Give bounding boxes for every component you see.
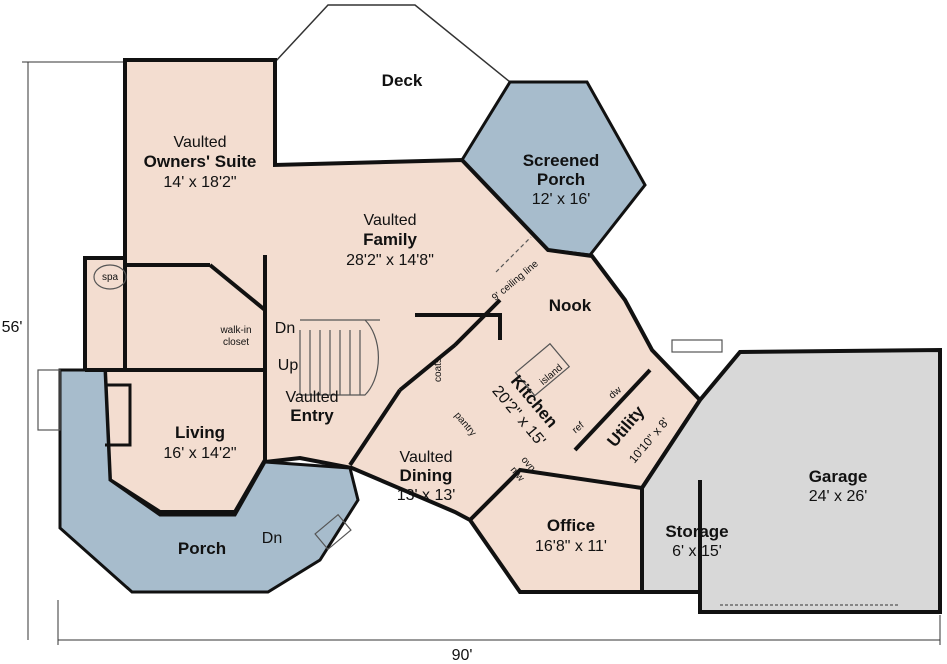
stairs-down-label: Dn (275, 320, 295, 337)
garage-label: Garage 24' x 26' (809, 467, 868, 505)
kitchen-island (514, 342, 571, 397)
dimension-width: 90' (57, 600, 941, 664)
owners-suite-label: Vaulted Owners' Suite 14' x 18'2" (144, 134, 257, 191)
svg-text:Garage: Garage (809, 467, 868, 486)
storage-label: Storage 6' x 15' (665, 522, 728, 560)
entry-label: Vaulted Entry (285, 389, 338, 425)
porch-steps (37, 369, 61, 431)
svg-text:Screened: Screened (523, 151, 600, 170)
svg-text:Dining: Dining (400, 466, 453, 485)
svg-text:12' x 16': 12' x 16' (532, 191, 591, 208)
porch-label: Porch (178, 539, 226, 558)
svg-text:24' x 26': 24' x 26' (809, 488, 868, 505)
svg-text:16'8" x 11': 16'8" x 11' (535, 538, 607, 555)
svg-text:Porch: Porch (537, 170, 585, 189)
porch-down-label: Dn (262, 530, 282, 547)
spa-label: spa (102, 272, 119, 283)
depth-label: 56' (2, 319, 23, 336)
svg-text:Living: Living (175, 423, 225, 442)
width-label: 90' (452, 647, 473, 664)
living-label: Living 16' x 14'2" (163, 423, 236, 462)
stairs-up-label: Up (278, 357, 299, 374)
nook-label: Nook (549, 296, 592, 315)
spa-tub (93, 264, 127, 290)
svg-text:Vaulted: Vaulted (363, 212, 416, 229)
coats-label: coats (433, 358, 444, 382)
deck-label: Deck (382, 71, 423, 90)
svg-text:Entry: Entry (290, 406, 334, 425)
dimension-depth: 56' (2, 61, 125, 640)
dining-label: Vaulted Dining 13' x 13' (397, 449, 456, 504)
porch (58, 368, 360, 594)
svg-text:Family: Family (363, 230, 417, 249)
svg-text:28'2" x 14'8": 28'2" x 14'8" (346, 252, 434, 269)
svg-text:16' x 14'2": 16' x 14'2" (163, 445, 236, 462)
svg-text:14' x 18'2": 14' x 18'2" (163, 174, 236, 191)
screened-porch-label: Screened Porch 12' x 16' (523, 151, 600, 208)
svg-text:Vaulted: Vaulted (399, 449, 452, 466)
closet-label-1: walk-in (219, 325, 251, 336)
svg-text:Storage: Storage (665, 522, 728, 541)
svg-text:6' x 15': 6' x 15' (672, 543, 722, 560)
svg-text:Vaulted: Vaulted (173, 134, 226, 151)
family-label: Vaulted Family 28'2" x 14'8" (346, 212, 434, 269)
svg-text:13' x 13': 13' x 13' (397, 487, 456, 504)
closet-label-2: closet (223, 337, 249, 348)
svg-text:Office: Office (547, 516, 595, 535)
interior-walls (85, 255, 652, 522)
svg-text:Owners' Suite: Owners' Suite (144, 152, 257, 171)
office-label: Office 16'8" x 11' (535, 516, 607, 555)
svg-text:Vaulted: Vaulted (285, 389, 338, 406)
